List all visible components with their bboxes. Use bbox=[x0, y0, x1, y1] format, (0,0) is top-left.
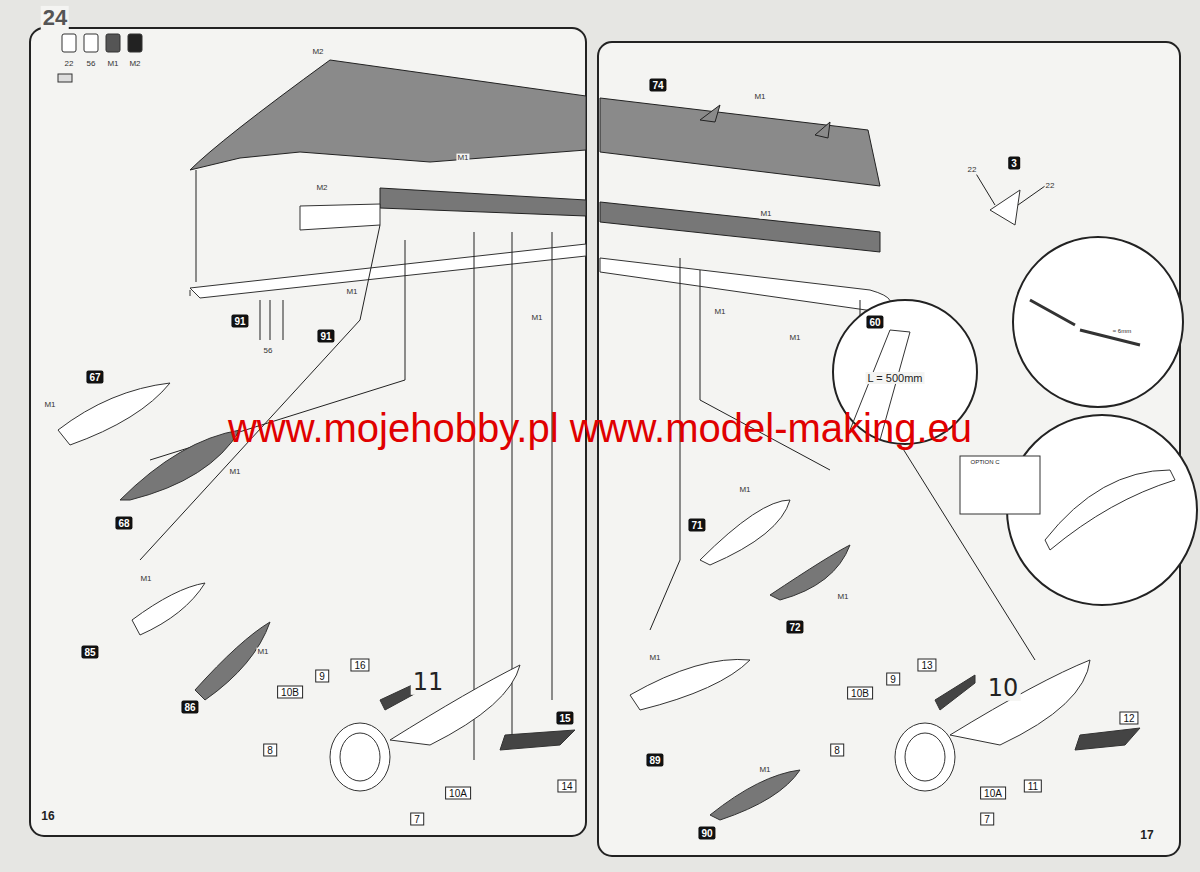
part-number: 11 bbox=[1024, 780, 1042, 793]
paint-code: M1 bbox=[228, 468, 241, 477]
callout-number: 91 bbox=[317, 330, 334, 343]
paint-code: M1 bbox=[759, 210, 772, 219]
paint-code: M1 bbox=[345, 288, 358, 297]
part-number: 10B bbox=[847, 687, 873, 700]
callout-number: 89 bbox=[646, 754, 663, 767]
step-number: 24 bbox=[41, 6, 69, 30]
paint-code: M1 bbox=[713, 308, 726, 317]
part-number: 12 bbox=[1119, 712, 1138, 725]
callout-number: 74 bbox=[649, 79, 666, 92]
callout-number: 90 bbox=[698, 827, 715, 840]
paint-code: M1 bbox=[456, 154, 469, 163]
callout-number: 60 bbox=[866, 316, 883, 329]
part-number: 10A bbox=[980, 787, 1006, 800]
part-number: 16 bbox=[350, 659, 369, 672]
pylon-number: 11 bbox=[411, 669, 446, 695]
paint-code: M1 bbox=[738, 486, 751, 495]
page-number: 16 bbox=[38, 810, 57, 823]
page-number: 17 bbox=[1137, 829, 1156, 842]
paint-code: M1 bbox=[256, 648, 269, 657]
part-number: 10A bbox=[445, 787, 471, 800]
callout-number: 72 bbox=[786, 621, 803, 634]
paint-code: M1 bbox=[788, 334, 801, 343]
part-number: 13 bbox=[917, 659, 936, 672]
callout-number: 86 bbox=[181, 701, 198, 714]
paint-code: M1 bbox=[753, 93, 766, 102]
part-number: 9 bbox=[315, 670, 329, 683]
callout-number: 67 bbox=[86, 371, 103, 384]
callout-number: 85 bbox=[81, 646, 98, 659]
paint-code: 22 bbox=[1045, 182, 1056, 191]
paint-code: M1 bbox=[43, 401, 56, 410]
watermark: www.mojehobby.pl www.model-making.eu bbox=[228, 406, 972, 450]
note: ≈ 6mm bbox=[1112, 328, 1132, 335]
part-number: 10B bbox=[277, 686, 303, 699]
paint-code: 56 bbox=[86, 60, 97, 69]
paint-code: M1 bbox=[139, 575, 152, 584]
paint-code: M1 bbox=[530, 314, 543, 323]
callout-number: 68 bbox=[115, 517, 132, 530]
paint-code: 22 bbox=[967, 166, 978, 175]
callout-number: 71 bbox=[688, 519, 705, 532]
part-number: 8 bbox=[263, 744, 277, 757]
part-number: 14 bbox=[557, 780, 576, 793]
callout-number: 91 bbox=[231, 315, 248, 328]
note: OPTION C bbox=[969, 459, 1000, 466]
paint-code: 22 bbox=[64, 60, 75, 69]
paint-code: M1 bbox=[836, 593, 849, 602]
pylon-number: 10 bbox=[986, 675, 1021, 701]
paint-code: M2 bbox=[311, 48, 324, 57]
paint-code: 56 bbox=[263, 347, 274, 356]
part-number: 9 bbox=[886, 673, 900, 686]
callout-number: 15 bbox=[556, 712, 573, 725]
paint-code: M1 bbox=[106, 60, 119, 69]
callout-number: 3 bbox=[1008, 157, 1020, 170]
paint-code: M1 bbox=[648, 654, 661, 663]
paint-code: M2 bbox=[128, 60, 141, 69]
part-number: 7 bbox=[980, 813, 994, 826]
part-number: 8 bbox=[830, 744, 844, 757]
paint-code: M2 bbox=[315, 184, 328, 193]
paint-code: M1 bbox=[758, 766, 771, 775]
dimension: L = 500mm bbox=[866, 372, 925, 384]
part-number: 7 bbox=[410, 813, 424, 826]
